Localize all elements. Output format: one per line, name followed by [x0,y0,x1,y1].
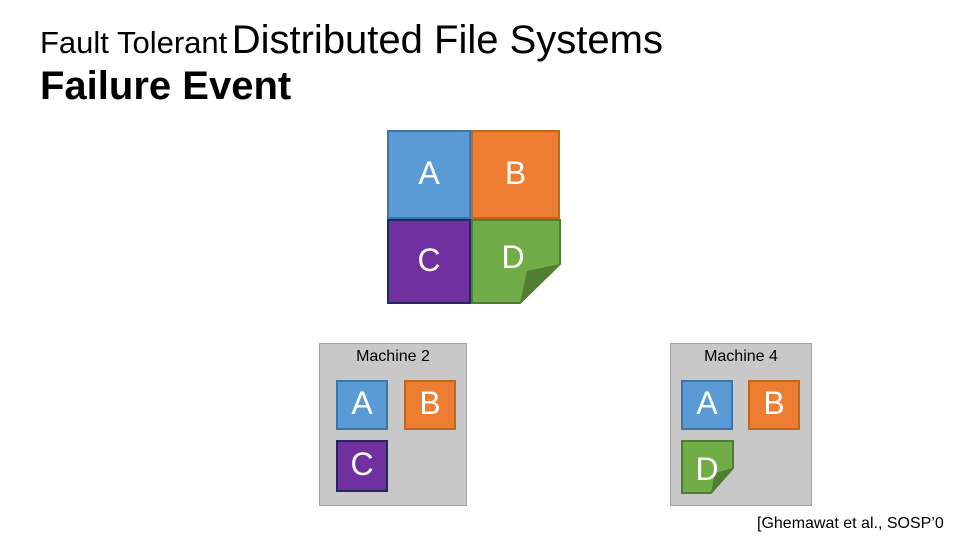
file-chunk-b: B [471,130,560,219]
title-main: Distributed File Systems [231,18,663,62]
machine-4-chunk-d: D [681,440,734,494]
file-chunk-b-label: B [504,154,527,191]
machine-2-chunk-c-label: C [350,446,374,482]
machine-4-chunk-b-label: B [763,385,785,421]
file-chunk-d-label: D [501,239,524,275]
file-chunk-d: D [471,219,561,304]
machine-2-label: Machine 2 [356,348,430,365]
machine-4-chunk-d-label: D [695,451,718,487]
machine-2-chunk-a: A [336,380,388,430]
machine-2-chunk-c: C [336,440,388,492]
machine-4-label: Machine 4 [704,348,778,365]
machine-4-chunk-b: B [748,380,800,430]
title-prefix: Fault Tolerant [40,25,228,60]
page-curl-icon [711,468,733,493]
citation: [Ghemawat et al., SOSP’0 [757,515,944,532]
file-chunk-a: A [387,130,471,219]
page-curl-icon [520,264,560,303]
file-chunk-c: C [387,219,471,304]
machine-2-chunk-b-label: B [419,385,441,421]
file-chunk-c-label: C [417,241,441,278]
machine-4-chunk-a: A [681,380,733,430]
machine-2-chunk-b: B [404,380,456,430]
slide-subtitle: Failure Event [40,64,292,108]
machine-2-chunk-a-label: A [351,385,373,421]
machine-4-chunk-a-label: A [696,385,718,421]
file-chunk-a-label: A [418,154,440,191]
slide-title: Fault Tolerant Distributed File Systems [40,18,663,63]
